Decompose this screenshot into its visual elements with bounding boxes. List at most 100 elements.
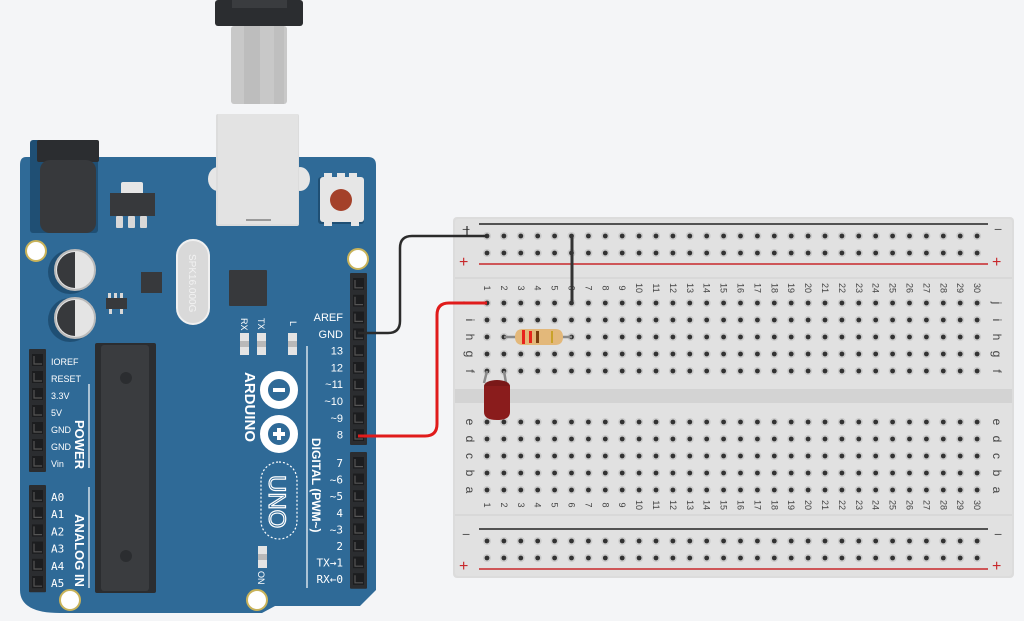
breadboard-hole[interactable] <box>635 537 644 545</box>
breadboard-hole[interactable] <box>584 232 593 240</box>
breadboard-hole[interactable] <box>804 232 813 240</box>
breadboard-hole[interactable] <box>871 367 880 375</box>
breadboard-hole[interactable] <box>871 452 880 460</box>
breadboard-hole[interactable] <box>837 452 846 460</box>
breadboard-hole[interactable] <box>601 452 610 460</box>
breadboard-hole[interactable] <box>821 333 829 341</box>
breadboard-hole[interactable] <box>668 249 677 257</box>
breadboard-hole[interactable] <box>635 469 644 477</box>
breadboard-hole[interactable] <box>821 232 829 240</box>
breadboard-hole[interactable] <box>483 316 491 324</box>
breadboard-hole[interactable] <box>550 452 559 460</box>
breadboard-hole[interactable] <box>973 537 982 545</box>
breadboard-hole[interactable] <box>652 316 660 324</box>
breadboard-hole[interactable] <box>753 333 762 341</box>
breadboard-hole[interactable] <box>601 249 610 257</box>
breadboard-hole[interactable] <box>939 232 948 240</box>
breadboard-hole[interactable] <box>668 367 677 375</box>
breadboard-hole[interactable] <box>668 232 677 240</box>
breadboard-hole[interactable] <box>770 316 779 324</box>
breadboard-hole[interactable] <box>668 435 677 443</box>
breadboard-hole[interactable] <box>871 232 880 240</box>
breadboard-hole[interactable] <box>804 554 813 562</box>
breadboard-hole[interactable] <box>804 249 813 257</box>
breadboard-hole[interactable] <box>483 452 491 460</box>
breadboard-hole[interactable] <box>956 537 965 545</box>
breadboard-hole[interactable] <box>922 486 931 494</box>
breadboard-hole[interactable] <box>652 299 660 307</box>
breadboard-hole[interactable] <box>770 232 779 240</box>
header-pin[interactable] <box>353 473 364 486</box>
breadboard-hole[interactable] <box>685 452 694 460</box>
breadboard-hole[interactable] <box>601 537 610 545</box>
breadboard-hole[interactable] <box>635 452 644 460</box>
breadboard-hole[interactable] <box>584 452 593 460</box>
breadboard-hole[interactable] <box>618 249 627 257</box>
breadboard-hole[interactable] <box>550 486 559 494</box>
breadboard-hole[interactable] <box>753 232 762 240</box>
breadboard-hole[interactable] <box>668 537 677 545</box>
breadboard-hole[interactable] <box>736 299 745 307</box>
breadboard-hole[interactable] <box>973 249 982 257</box>
breadboard-hole[interactable] <box>854 316 863 324</box>
breadboard-hole[interactable] <box>668 299 677 307</box>
breadboard-hole[interactable] <box>702 554 711 562</box>
breadboard-hole[interactable] <box>584 316 593 324</box>
breadboard-hole[interactable] <box>668 452 677 460</box>
breadboard-hole[interactable] <box>837 554 846 562</box>
breadboard-hole[interactable] <box>550 350 559 358</box>
breadboard-hole[interactable] <box>685 333 694 341</box>
breadboard-hole[interactable] <box>618 452 627 460</box>
breadboard-hole[interactable] <box>736 486 745 494</box>
breadboard-hole[interactable] <box>652 418 660 426</box>
breadboard-hole[interactable] <box>956 316 965 324</box>
breadboard-hole[interactable] <box>821 486 829 494</box>
breadboard-hole[interactable] <box>533 435 542 443</box>
breadboard-hole[interactable] <box>668 486 677 494</box>
breadboard-hole[interactable] <box>753 554 762 562</box>
breadboard-hole[interactable] <box>550 316 559 324</box>
breadboard-hole[interactable] <box>652 249 660 257</box>
breadboard-hole[interactable] <box>770 452 779 460</box>
breadboard-hole[interactable] <box>533 299 542 307</box>
breadboard-hole[interactable] <box>516 299 525 307</box>
breadboard-hole[interactable] <box>550 249 559 257</box>
breadboard-hole[interactable] <box>939 350 948 358</box>
breadboard-hole[interactable] <box>854 486 863 494</box>
breadboard-hole[interactable] <box>939 316 948 324</box>
breadboard-hole[interactable] <box>973 333 982 341</box>
breadboard-hole[interactable] <box>837 316 846 324</box>
breadboard-hole[interactable] <box>770 537 779 545</box>
breadboard-hole[interactable] <box>837 333 846 341</box>
header-pin[interactable] <box>32 490 43 503</box>
breadboard-hole[interactable] <box>905 452 914 460</box>
breadboard-hole[interactable] <box>837 299 846 307</box>
breadboard-hole[interactable] <box>770 367 779 375</box>
breadboard-hole[interactable] <box>922 350 931 358</box>
breadboard-hole[interactable] <box>516 418 525 426</box>
breadboard-hole[interactable] <box>601 232 610 240</box>
breadboard-hole[interactable] <box>702 486 711 494</box>
breadboard-hole[interactable] <box>854 418 863 426</box>
header-pin[interactable] <box>353 378 364 391</box>
header-pin[interactable] <box>32 524 43 537</box>
breadboard-hole[interactable] <box>685 469 694 477</box>
breadboard-hole[interactable] <box>702 367 711 375</box>
breadboard-hole[interactable] <box>550 367 559 375</box>
breadboard-hole[interactable] <box>736 350 745 358</box>
breadboard-hole[interactable] <box>888 333 897 341</box>
breadboard-hole[interactable] <box>533 232 542 240</box>
breadboard-hole[interactable] <box>770 554 779 562</box>
breadboard-hole[interactable] <box>787 367 796 375</box>
breadboard-hole[interactable] <box>888 537 897 545</box>
header-pin[interactable] <box>353 412 364 425</box>
arduino-uno-board[interactable]: SPK16.000G RX TX L <box>20 114 376 613</box>
breadboard-hole[interactable] <box>837 232 846 240</box>
breadboard-hole[interactable] <box>871 554 880 562</box>
breadboard-hole[interactable] <box>854 469 863 477</box>
breadboard-hole[interactable] <box>483 486 491 494</box>
breadboard-hole[interactable] <box>584 333 593 341</box>
breadboard-hole[interactable] <box>635 232 644 240</box>
breadboard-hole[interactable] <box>804 537 813 545</box>
breadboard-hole[interactable] <box>821 537 829 545</box>
